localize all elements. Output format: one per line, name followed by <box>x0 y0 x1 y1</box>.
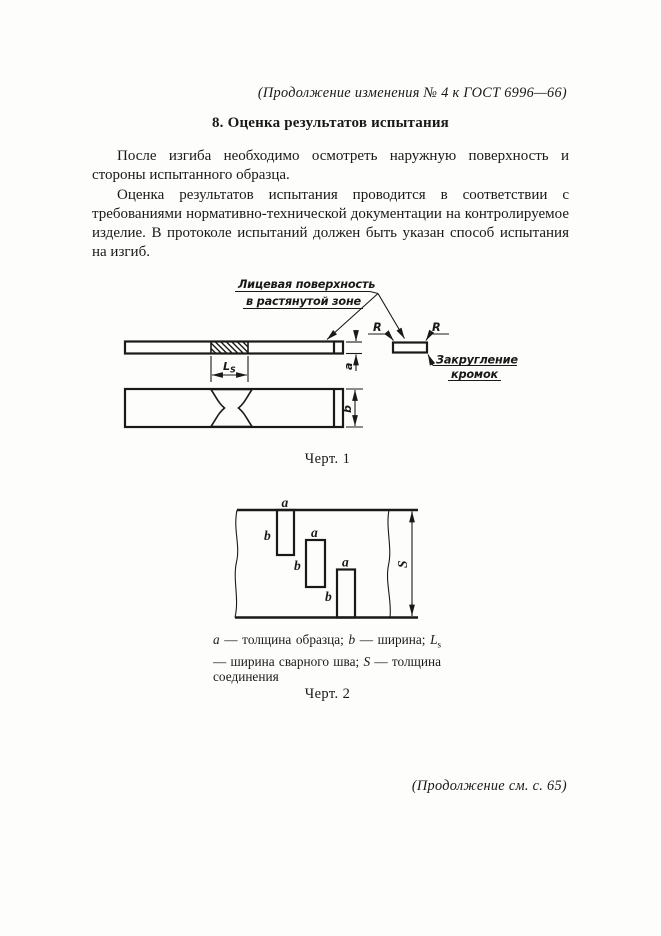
ls-sub: S <box>230 366 236 375</box>
plate-outline <box>234 508 418 619</box>
legend-var-l-sub: s <box>437 639 441 650</box>
legend-text-a: — толщина образца; <box>219 632 349 647</box>
legend-var-l: L <box>430 632 438 647</box>
dimension-b-label: b <box>341 405 354 413</box>
legend-text-l: — ширина сварного шва; <box>213 653 364 669</box>
legend-var-b: b <box>348 632 356 647</box>
body-text: После изгиба необходимо осмотреть наружн… <box>92 147 569 263</box>
legend-text-b: — ширина; <box>355 632 431 647</box>
face-surface-label: Лицевая поверхность в растянутой зоне <box>235 278 405 340</box>
specimen-side-view <box>123 340 345 355</box>
figure-2-caption: Черт. 2 <box>304 686 351 702</box>
legend-var-a: a <box>213 632 220 647</box>
radius-label-right: R <box>432 321 441 334</box>
rounding-label-line1: Закругление <box>436 354 518 367</box>
radius-label-left: R <box>373 321 382 334</box>
label-b-3: b <box>325 589 332 604</box>
ls-main: L <box>223 360 230 373</box>
label-a-1: a <box>282 495 289 510</box>
label-a-3: a <box>342 555 349 570</box>
label-b-1: b <box>264 528 271 543</box>
dimension-s: S <box>395 511 415 616</box>
continuation-header: (Продолжение изменения № 4 к ГОСТ 6996—6… <box>257 85 567 101</box>
weld-hatch-side <box>211 342 248 353</box>
dimension-ls: LS <box>210 356 249 382</box>
specimen-rect-1 <box>275 508 296 557</box>
dimension-s-label: S <box>395 560 410 568</box>
figure-legend: a — толщина образца; b — ширина; Ls — ши… <box>213 632 441 685</box>
dimension-a: a <box>342 330 362 371</box>
leader-to-edge-detail <box>377 293 405 339</box>
side-view-bar <box>123 340 345 355</box>
label-b-2: b <box>294 558 301 573</box>
detail-bar-section <box>391 341 429 354</box>
specimen-rect-2 <box>304 538 327 589</box>
rounding-label-line2: кромок <box>451 368 499 381</box>
figure-1-weld-specimen-drawing: Лицевая поверхность в растянутой зоне LS <box>123 278 519 429</box>
specimen-rectangles <box>275 508 357 619</box>
label-a-2: a <box>311 525 318 540</box>
specimen-labels: a b a b a b <box>264 495 349 604</box>
plate-left-break-edge <box>234 509 239 618</box>
face-surface-label-line2: в растянутой зоне <box>246 295 362 308</box>
figure-2-specimen-layout-drawing: a b a b a b S <box>234 495 418 619</box>
top-view-bar <box>123 387 345 429</box>
specimen-rect-3 <box>335 568 357 619</box>
dimension-a-label: a <box>342 363 355 370</box>
paragraph-1: После изгиба необходимо осмотреть наружн… <box>92 148 569 184</box>
paragraph-2: Оценка результатов испытания проводится … <box>92 186 569 261</box>
face-surface-label-line1: Лицевая поверхность <box>237 278 375 291</box>
continuation-footer: (Продолжение см. с. 65) <box>411 778 567 794</box>
dimension-ls-label: LS <box>223 360 236 375</box>
legend-var-s: S <box>363 653 371 669</box>
edge-rounding-detail: R R Закругление кромок <box>368 321 519 382</box>
plate-right-break-edge <box>386 509 391 618</box>
figure-1-caption: Черт. 1 <box>304 451 351 467</box>
leader-to-bar <box>326 293 379 340</box>
specimen-top-view <box>123 387 345 429</box>
legend-text-s: — толщина соединения <box>213 653 441 685</box>
section-heading: 8. Оценка результатов испытания <box>211 115 449 131</box>
dimension-b: b <box>341 388 363 428</box>
weld-seam-top-view <box>209 388 254 428</box>
